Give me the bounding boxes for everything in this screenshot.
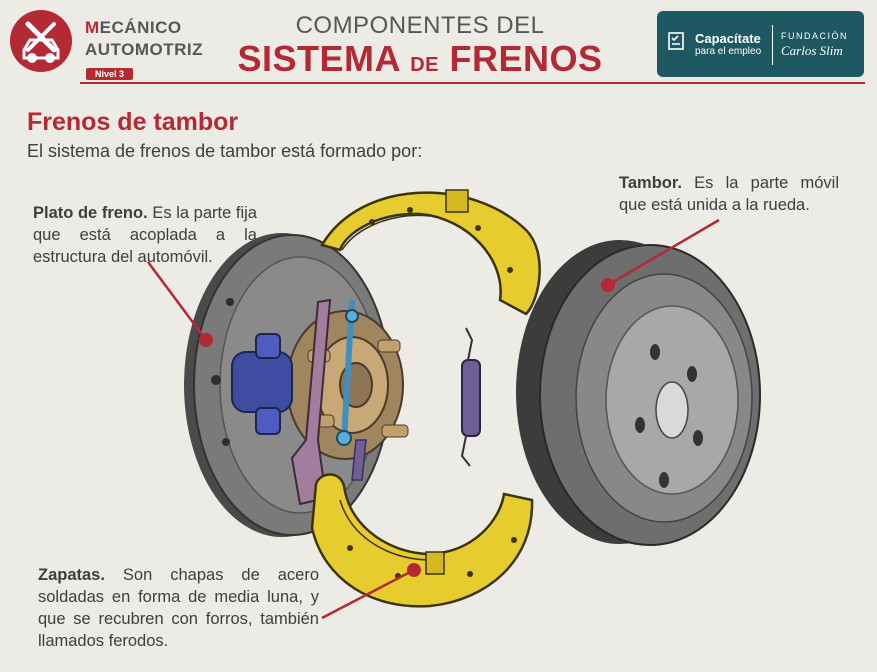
callout-plato-term: Plato de freno. (33, 204, 148, 222)
callout-plato: Plato de freno. Es la parte fija que est… (33, 202, 257, 268)
adjuster-lever (290, 298, 367, 506)
top-brake-shoe (320, 189, 541, 316)
mechanic-logo-icon (10, 10, 72, 72)
title-top: COMPONENTES DEL (295, 12, 545, 39)
section-intro: El sistema de frenos de tambor está form… (27, 141, 423, 161)
brand-line2: AUTOMOTRIZ (85, 40, 204, 59)
brand-line1: MECÁNICO (85, 18, 182, 37)
callout-zapatas-text: Son chapas de acero soldadas en forma de… (38, 566, 319, 650)
brand-line1-rest: ECÁNICO (99, 18, 182, 37)
title-frenos: FRENOS (449, 38, 603, 79)
callout-plato-text: Es la parte fija que está acoplada a la … (33, 204, 257, 266)
callout-zapatas-term: Zapatas. (38, 566, 105, 584)
brake-drum (516, 240, 761, 546)
foundation-name: Carlos Slim (781, 43, 843, 58)
badge-separator (772, 25, 773, 65)
partner-sub: para el empleo (695, 46, 762, 57)
title-sistema: SISTEMA (237, 38, 400, 79)
foundation-label: FUNDACIÓN (781, 31, 848, 41)
partner-name: Capacítate (695, 31, 761, 46)
callout-tambor-term: Tambor. (619, 174, 682, 192)
callout-tambor: Tambor. Es la parte móvil que está unida… (619, 172, 839, 216)
partner-badge: Capacítate para el empleo FUNDACIÓN Carl… (657, 11, 864, 77)
checklist-icon (668, 32, 684, 50)
return-spring (460, 327, 481, 467)
level-badge: Nivel 3 (86, 68, 134, 80)
section-heading: Frenos de tambor (27, 108, 239, 136)
title-de: DE (410, 54, 439, 76)
callout-zapatas: Zapatas. Son chapas de acero soldadas en… (38, 564, 319, 652)
header-divider (80, 82, 865, 84)
header: MECÁNICO AUTOMOTRIZ Nivel 3 COMPONENTES … (0, 0, 877, 86)
wheel-cylinder (231, 333, 293, 435)
title-main: SISTEMA DE FRENOS (230, 38, 610, 80)
bottom-brake-shoe (310, 473, 534, 608)
leader-lines (146, 218, 720, 620)
callout-tambor-text: Es la parte móvil que está unida a la ru… (619, 174, 839, 214)
